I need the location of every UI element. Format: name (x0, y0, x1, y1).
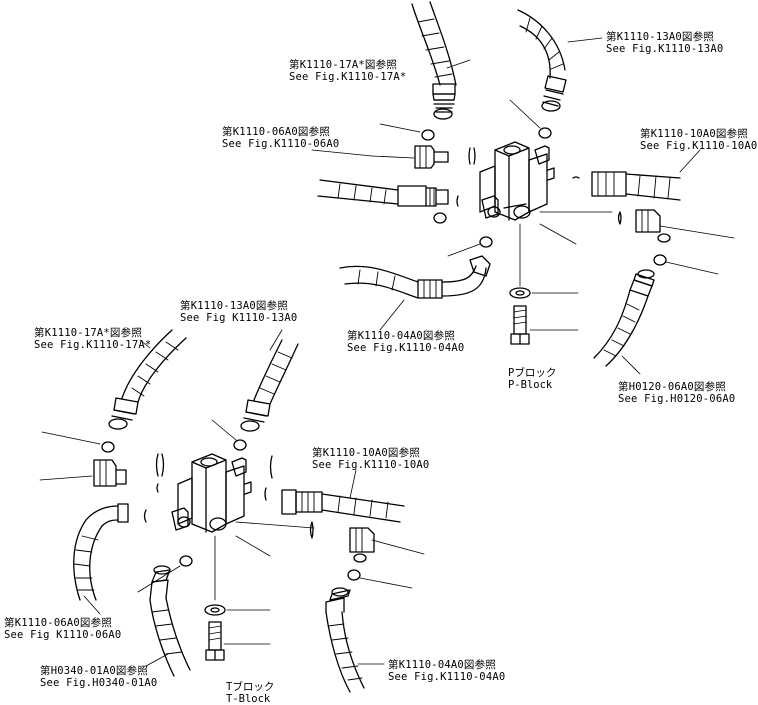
block-label-ja: Tブロック (226, 681, 275, 693)
o-ring (479, 236, 493, 248)
callout-en: See Fig.K1110-10A0 (640, 140, 758, 152)
callout-en: See Fig K1110-13A0 (180, 312, 298, 324)
callout-en: See Fig.K1110-17A* (289, 71, 407, 83)
callout-lower-17a: 第K1110-17A*図参照 See Fig.K1110-17A* (34, 327, 151, 351)
callout-upper-h0120: 第H0120-06A0図参照 See Fig.H0120-06A0 (618, 381, 735, 405)
clip (309, 521, 314, 539)
callout-upper-13a0: 第K1110-13A0図参照 See Fig.K1110-13A0 (606, 31, 723, 55)
callout-ja: 第K1110-06A0図参照 (4, 617, 113, 629)
hose-17a-lower (108, 329, 187, 430)
washer (509, 287, 531, 299)
p-block-label: Pブロック P-Block (508, 367, 556, 391)
elbow-fitting-lower-right (349, 527, 425, 563)
callout-ja: 第K1110-13A0図参照 (606, 31, 715, 43)
callout-en: See Fig.K1110-04A0 (388, 671, 506, 683)
hose-h0120-upper (593, 269, 655, 375)
o-ring (179, 555, 193, 567)
o-ring (538, 127, 552, 139)
o-ring (421, 129, 435, 141)
clip (617, 211, 622, 225)
hose-10a0-upper (591, 149, 701, 201)
p-block-assembly (311, 1, 735, 375)
hose-04a0-upper (339, 255, 491, 331)
callout-lower-13a0: 第K1110-13A0図参照 See Fig K1110-13A0 (180, 300, 297, 324)
elbow-fitting-right (635, 209, 735, 243)
block-label-ja: Pブロック (508, 367, 557, 379)
callout-lower-06a0: 第K1110-06A0図参照 See Fig K1110-06A0 (4, 617, 121, 641)
callout-en: See Fig K1110-06A0 (4, 629, 122, 641)
callout-lower-04a0: 第K1110-04A0図参照 See Fig.K1110-04A0 (388, 659, 505, 683)
callout-ja: 第K1110-17A*図参照 (289, 59, 398, 71)
hose-10a0-lower (281, 469, 405, 523)
callout-upper-17a: 第K1110-17A*図参照 See Fig.K1110-17A* (289, 59, 406, 83)
hose-17a-upper (411, 1, 457, 120)
callout-en: See Fig.K1110-17A* (34, 339, 152, 351)
callout-ja: 第K1110-04A0図参照 (347, 330, 456, 342)
o-ring (101, 441, 115, 453)
hose-13a0-upper (517, 9, 567, 112)
callout-en: See Fig.H0340-01A0 (40, 677, 158, 689)
t-block-body (171, 453, 252, 533)
block-label-en: P-Block (508, 379, 553, 391)
callout-ja: 第K1110-04A0図参照 (388, 659, 497, 671)
clip (155, 453, 159, 477)
o-ring (653, 254, 667, 266)
callout-en: See Fig.K1110-10A0 (312, 459, 430, 471)
elbow-fitting-lower-left (39, 459, 127, 487)
callout-lower-h0340: 第H0340-01A0図参照 See Fig.H0340-01A0 (40, 665, 157, 689)
o-ring (233, 439, 247, 451)
callout-ja: 第K1110-17A*図参照 (34, 327, 143, 339)
hose-h0340-lower (145, 565, 191, 677)
callout-upper-10a0: 第K1110-10A0図参照 See Fig.K1110-10A0 (640, 128, 757, 152)
callout-upper-04a0: 第K1110-04A0図参照 See Fig.K1110-04A0 (347, 330, 464, 354)
p-block-body (479, 141, 555, 221)
callout-ja: 第K1110-10A0図参照 (312, 447, 421, 459)
bolt (510, 305, 579, 345)
clip (468, 147, 471, 165)
hose-06a0-upper (311, 149, 449, 207)
block-label-en: T-Block (226, 693, 271, 705)
bolt (205, 621, 271, 661)
callout-ja: 第K1110-06A0図参照 (222, 126, 331, 138)
callout-en: See Fig.H0120-06A0 (618, 393, 736, 405)
hose-13a0-lower (240, 329, 299, 432)
callout-lower-10a0: 第K1110-10A0図参照 See Fig.K1110-10A0 (312, 447, 429, 471)
t-block-label: Tブロック T-Block (226, 681, 274, 705)
clip (572, 176, 580, 179)
hose-04a0-lower (325, 587, 385, 693)
callout-ja: 第H0120-06A0図参照 (618, 381, 727, 393)
callout-ja: 第H0340-01A0図参照 (40, 665, 149, 677)
washer (204, 604, 226, 616)
o-ring (433, 212, 447, 224)
callout-upper-06a0: 第K1110-06A0図参照 See Fig.K1110-06A0 (222, 126, 339, 150)
elbow-fitting-left (371, 145, 449, 169)
callout-ja: 第K1110-10A0図参照 (640, 128, 749, 140)
callout-en: See Fig.K1110-13A0 (606, 43, 724, 55)
callout-ja: 第K1110-13A0図参照 (180, 300, 289, 312)
t-block-assembly (39, 329, 425, 693)
o-ring (347, 569, 361, 581)
callout-en: See Fig.K1110-06A0 (222, 138, 340, 150)
hose-06a0-lower (73, 503, 129, 615)
callout-en: See Fig.K1110-04A0 (347, 342, 465, 354)
